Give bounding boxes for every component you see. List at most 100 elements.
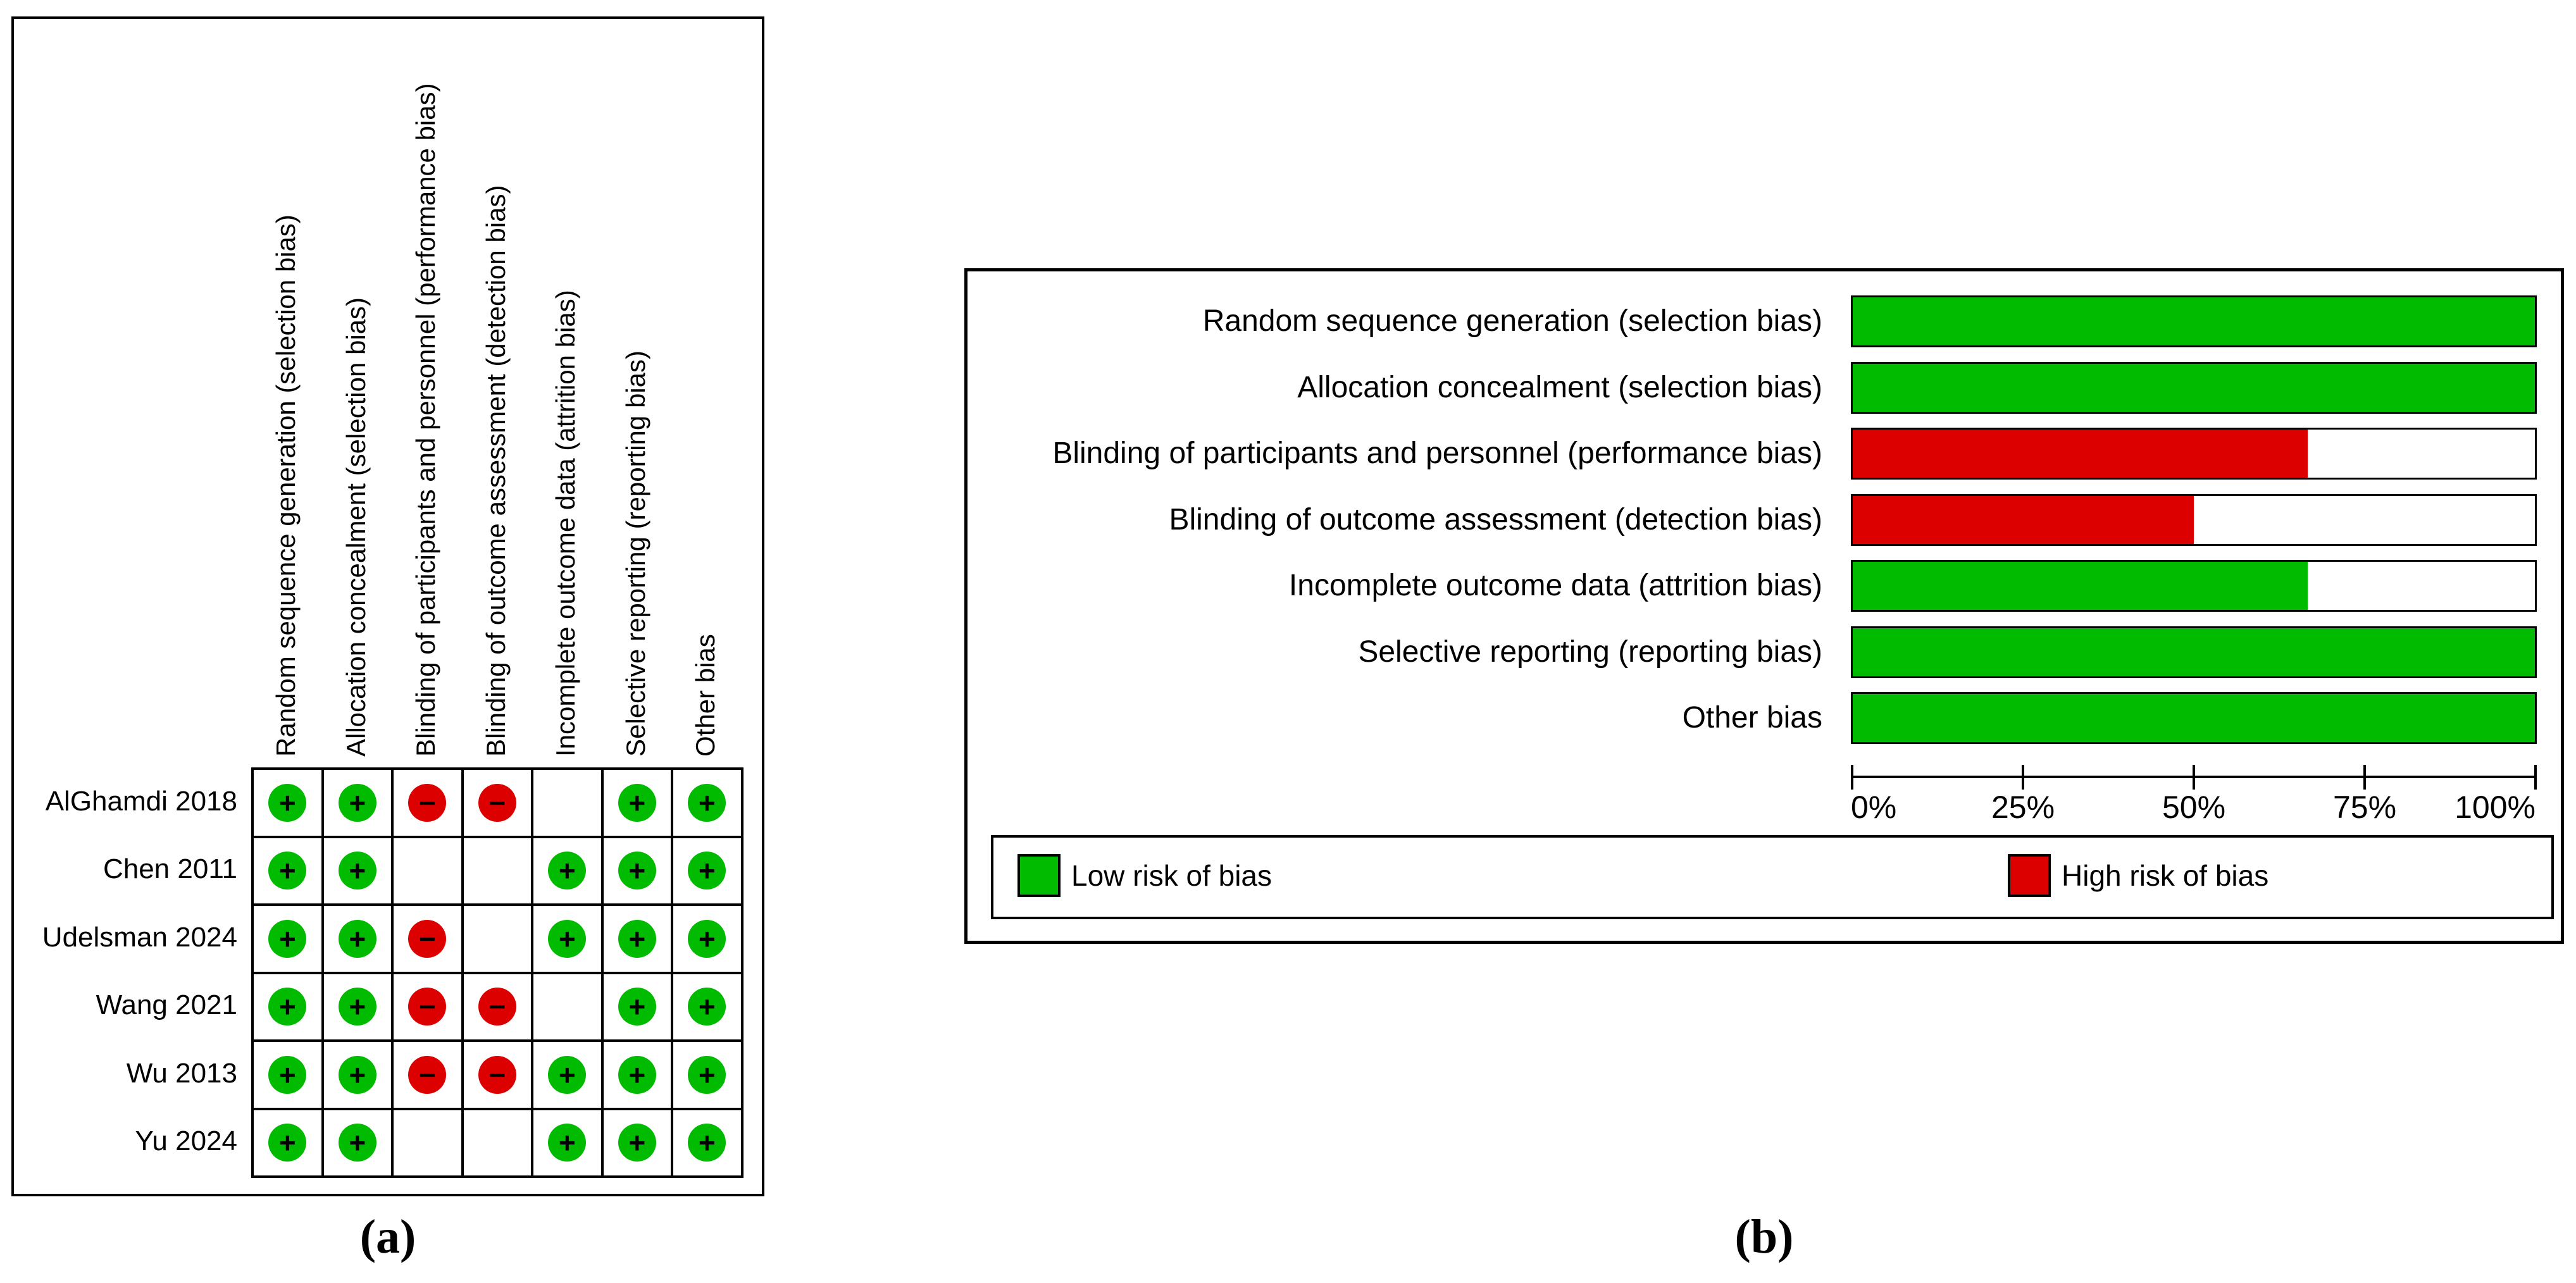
high-risk-marker: −: [408, 988, 447, 1026]
low-risk-marker: +: [548, 852, 587, 890]
study-label: Udelsman 2024: [42, 921, 237, 953]
x-axis-tick: [2534, 765, 2537, 790]
bar-category-label: Other bias: [1682, 701, 1822, 734]
low-risk-marker: +: [548, 1055, 587, 1094]
study-label: Wang 2021: [96, 989, 237, 1021]
bar-fill: [1853, 628, 2535, 676]
low-risk-legend-swatch: [1017, 854, 1061, 897]
bar-category-label: Blinding of outcome assessment (detectio…: [1169, 503, 1822, 536]
rating-cell: +: [602, 972, 672, 1041]
low-risk-marker: +: [338, 1124, 376, 1162]
high-risk-marker: −: [478, 988, 516, 1026]
high-risk-marker: −: [408, 783, 447, 822]
x-axis-tick-label: 75%: [2332, 790, 2397, 825]
rating-cell: −: [392, 972, 463, 1041]
low-risk-marker: +: [338, 852, 376, 890]
rating-cell: +: [602, 905, 672, 973]
rating-cell: +: [322, 1041, 392, 1109]
bar-row: [1851, 428, 2537, 480]
domain-header: Blinding of outcome assessment (detectio…: [480, 185, 511, 757]
low-risk-marker: +: [618, 1055, 656, 1094]
bar-fill: [1853, 364, 2535, 412]
low-risk-marker: +: [618, 783, 656, 822]
low-risk-marker: +: [618, 852, 656, 890]
rating-cell: +: [532, 905, 602, 973]
low-risk-marker: +: [268, 852, 307, 890]
low-risk-marker: +: [268, 783, 307, 822]
x-axis-tick-label: 50%: [2162, 790, 2226, 825]
rating-cell: +: [322, 836, 392, 905]
caption-a: (a): [359, 1210, 416, 1263]
low-risk-marker: +: [268, 919, 307, 958]
low-risk-marker: +: [688, 1055, 726, 1094]
x-axis-tick: [2193, 765, 2195, 790]
rating-cell: −: [462, 769, 532, 837]
rating-cell: +: [252, 1041, 323, 1109]
rating-cell: +: [322, 905, 392, 973]
x-axis-tick: [2363, 765, 2366, 790]
bar-fill: [1853, 694, 2535, 742]
x-axis-tick: [2022, 765, 2024, 790]
high-risk-legend-swatch: [2008, 854, 2051, 897]
bar-category-label: Selective reporting (reporting bias): [1358, 635, 1822, 669]
rating-cell: [392, 1108, 463, 1177]
x-axis-tick-label: 25%: [1991, 790, 2055, 825]
study-label: Chen 2011: [103, 853, 237, 885]
bar-row: [1851, 494, 2537, 546]
low-risk-marker: +: [688, 919, 726, 958]
rating-cell: +: [602, 1108, 672, 1177]
rating-cell: +: [252, 1108, 323, 1177]
bar-category-label: Random sequence generation (selection bi…: [1202, 304, 1822, 338]
rating-cell: +: [672, 769, 742, 837]
rating-cell: +: [532, 1108, 602, 1177]
high-risk-legend-label: High risk of bias: [2062, 859, 2269, 892]
rating-cell: +: [322, 1108, 392, 1177]
low-risk-marker: +: [338, 783, 376, 822]
low-risk-marker: +: [618, 919, 656, 958]
bar-category-label: Blinding of participants and personnel (…: [1052, 437, 1822, 470]
high-risk-marker: −: [478, 783, 516, 822]
rating-cell: +: [532, 836, 602, 905]
low-risk-marker: +: [548, 919, 587, 958]
bar-row: [1851, 626, 2537, 678]
rating-cell: −: [392, 905, 463, 973]
bar-fill: [1853, 562, 2308, 610]
rating-cell: +: [252, 769, 323, 837]
rating-cell: +: [322, 972, 392, 1041]
rating-cell: [462, 905, 532, 973]
low-risk-marker: +: [688, 988, 726, 1026]
rating-cell: +: [602, 836, 672, 905]
high-risk-marker: −: [478, 1055, 516, 1094]
caption-b: (b): [1734, 1210, 1794, 1263]
x-axis-tick: [1851, 765, 1853, 790]
study-label: Wu 2013: [126, 1057, 237, 1089]
rating-grid: ++−−+++++++++−+++++−−++++−−++++++++: [251, 767, 744, 1178]
rating-cell: −: [392, 1041, 463, 1109]
domain-header: Selective reporting (reporting bias): [620, 350, 650, 757]
rating-cell: +: [532, 1041, 602, 1109]
rating-cell: [462, 836, 532, 905]
low-risk-marker: +: [268, 1055, 307, 1094]
study-label: AlGhamdi 2018: [45, 785, 237, 817]
low-risk-marker: +: [338, 1055, 376, 1094]
rating-cell: +: [602, 1041, 672, 1109]
x-axis-tick-label: 0%: [1851, 790, 1897, 825]
domain-header: Incomplete outcome data (attrition bias): [551, 290, 581, 757]
low-risk-marker: +: [338, 988, 376, 1026]
rating-cell: +: [252, 972, 323, 1041]
low-risk-marker: +: [618, 1124, 656, 1162]
bar-fill: [1853, 297, 2535, 345]
low-risk-marker: +: [268, 1124, 307, 1162]
rating-cell: +: [672, 1108, 742, 1177]
rating-cell: [532, 769, 602, 837]
study-label: Yu 2024: [135, 1125, 238, 1157]
rating-cell: −: [462, 972, 532, 1041]
domain-header: Random sequence generation (selection bi…: [271, 214, 301, 757]
bar-row: [1851, 362, 2537, 414]
rating-cell: [532, 972, 602, 1041]
domain-header: Other bias: [690, 634, 721, 757]
domain-header: Blinding of participants and personnel (…: [411, 83, 441, 757]
rating-cell: +: [252, 836, 323, 905]
bar-category-label: Incomplete outcome data (attrition bias): [1288, 569, 1822, 602]
